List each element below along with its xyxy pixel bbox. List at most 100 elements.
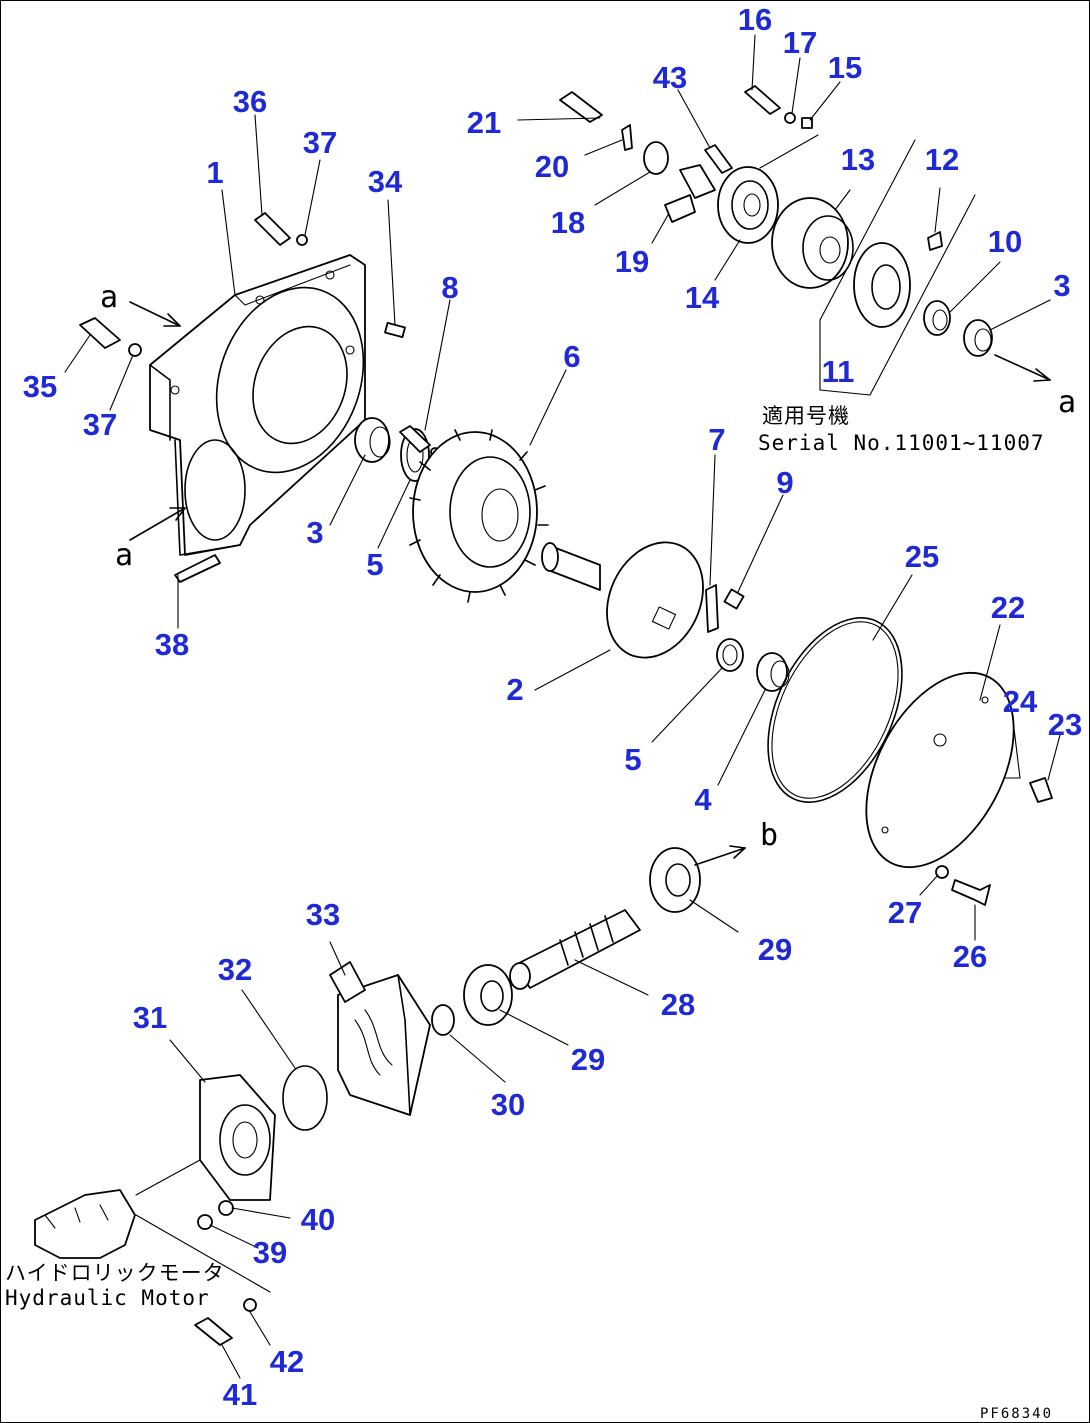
part-26-bolt [951,879,991,906]
part-label: 41 [223,1377,257,1412]
part-16-bolt [744,85,781,115]
part-30-collar [431,1004,455,1036]
part-label: 16 [738,2,772,37]
part-label: 3 [1053,268,1070,303]
part-7-pin [705,584,719,633]
part-33-housing [329,961,431,1116]
part-label: 38 [155,627,189,662]
part-label: 29 [758,932,792,967]
part-9-nut [723,588,745,610]
part-label: 28 [661,987,695,1022]
part-5-spacer-right [716,638,744,672]
part-label: 5 [366,547,383,582]
part-13-drum [771,197,854,289]
hydraulic-motor [34,1189,136,1259]
part-label: 7 [708,422,725,457]
part-label: 20 [535,149,569,184]
part-29-bearing-upper [649,847,701,913]
part-1-gear-case [149,254,366,556]
part-38-stud [174,554,221,583]
part-label: 37 [83,407,117,442]
part-12-key [927,231,943,251]
part-label: 39 [253,1235,287,1270]
part-3-bearing-left [354,417,391,463]
part-label: 43 [653,60,687,95]
part-label: 9 [776,465,793,500]
part-41-bolt [194,1317,233,1346]
part-label: 10 [988,224,1022,259]
leader-lines [64,34,1061,1379]
part-22-cover [865,671,1015,869]
part-label: 27 [888,895,922,930]
part-14-coupling [717,166,779,244]
serial-note-jp: 適用号機 [762,404,850,428]
part-label: 25 [905,539,939,574]
part-label: 14 [685,280,720,315]
part-3-bearing-right [963,319,993,357]
part-label: 17 [783,25,817,60]
part-label: 24 [1003,684,1038,719]
part-25-o-ring [767,617,903,803]
part-label: 8 [441,270,458,305]
ref-a-bottom-left: a [115,538,133,573]
part-35-bolt [79,317,121,349]
reference-arrows [129,301,1051,866]
part-20-pin [621,124,633,151]
serial-note-en: Serial No.11001~11007 [758,431,1045,455]
part-10-seal [923,300,951,336]
part-37-washer-top [296,234,308,246]
part-4-bearing [756,652,790,692]
motor-label-jp: ハイドロリックモータ [5,1261,225,1285]
part-18-collar [643,141,669,175]
part-31-flange [199,1074,276,1201]
part-27-washer [935,865,949,879]
part-label: 15 [828,50,862,85]
part-label: 18 [551,205,585,240]
ref-b: b [760,818,778,853]
part-label: 11 [822,354,855,389]
ref-a-right: a [1058,385,1076,420]
part-label: 21 [467,105,501,140]
part-label: 32 [218,952,252,987]
part-label: 19 [615,244,649,279]
part-label: 13 [841,142,875,177]
part-2-shaft [541,541,704,659]
part-32-o-ring [282,1065,328,1131]
drawing-code: PF68340 [980,1406,1053,1422]
part-37-washer-left [128,343,142,357]
part-label: 5 [624,742,641,777]
part-39-washer [197,1214,213,1230]
part-label: 35 [23,369,57,404]
part-23-bolt [1029,777,1053,803]
part-label: 36 [233,84,267,119]
part-42-washer [243,1298,257,1312]
part-28-worm-shaft [509,909,641,990]
ref-a-top-left: a [100,280,118,315]
part-11-plate [853,242,911,328]
part-6-sprocket [409,429,549,603]
part-label: 6 [563,339,580,374]
part-43-bolt [704,144,733,174]
part-34-key [384,321,406,339]
part-label: 1 [206,155,223,190]
part-15-nut [801,117,813,129]
part-label: 30 [491,1087,525,1122]
part-40-nut [218,1200,234,1216]
part-label: 42 [270,1344,304,1379]
part-label: 26 [953,939,987,974]
part-label: 40 [301,1202,335,1237]
motor-label-en: Hydraulic Motor [5,1286,210,1310]
part-label: 22 [991,590,1025,625]
part-36-bolt [254,212,291,246]
part-label: 34 [368,164,403,199]
part-label: 4 [694,782,712,817]
part-17-washer [784,112,796,124]
part-29-bearing-lower [463,964,513,1026]
part-label: 3 [306,515,323,550]
part-label: 2 [506,672,523,707]
part-21-bolt [559,91,603,123]
part-label: 23 [1048,707,1082,742]
part-label: 33 [306,897,340,932]
part-label: 31 [133,1000,167,1035]
